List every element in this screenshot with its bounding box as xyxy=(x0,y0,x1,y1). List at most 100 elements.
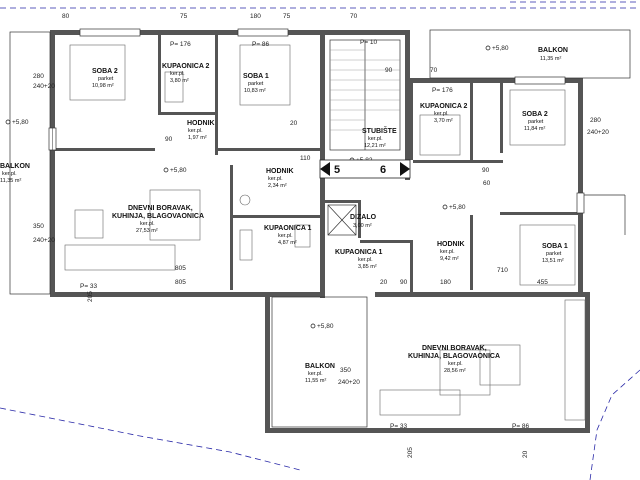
dim-bottom-5: 205 xyxy=(407,447,414,458)
svg-text:ker.pl.: ker.pl. xyxy=(278,233,293,239)
svg-text:KUHINJA, BLAGOVAONICA: KUHINJA, BLAGOVAONICA xyxy=(112,213,204,220)
staircase xyxy=(329,39,401,151)
dim-bottom-2: 90 xyxy=(400,279,408,286)
dimension-labels: 80 75 70 180 75 90 70 90 110 90 60 20 28… xyxy=(33,13,609,458)
room-label-kupaonica1-right: KUPAONICA 1 ker.pl. 3,85 m² xyxy=(335,249,383,270)
room-label-kupaonica2-right: KUPAONICA 2 ker.pl. 3,70 m² xyxy=(420,103,468,124)
svg-text:KUPAONICA 1: KUPAONICA 1 xyxy=(335,249,383,256)
dim-left-2: 240+20 xyxy=(33,83,55,90)
elevator-shaft xyxy=(327,204,357,236)
svg-text:ker.pl.: ker.pl. xyxy=(2,171,17,177)
unit-numbers: 5 6 xyxy=(319,159,411,179)
svg-text:10,83 m²: 10,83 m² xyxy=(244,88,266,94)
svg-text:KUPAONICA 2: KUPAONICA 2 xyxy=(162,63,210,70)
room-label-hodnik-left-mid: HODNIK ker.pl. 2,34 m² xyxy=(266,168,294,189)
unit-number-5: 5 xyxy=(334,164,340,176)
svg-text:parket: parket xyxy=(248,81,264,87)
svg-text:DNEVNI BORAVAK,: DNEVNI BORAVAK, xyxy=(422,345,487,352)
parapet-5: P= 33 xyxy=(80,283,98,290)
windows xyxy=(48,28,585,214)
dim-left-1: 280 xyxy=(33,73,44,80)
svg-text:ker.pl.: ker.pl. xyxy=(368,136,383,142)
svg-text:ker.pl.: ker.pl. xyxy=(268,176,283,182)
dim-top-4: 180 xyxy=(250,13,261,20)
svg-text:ker.pl.: ker.pl. xyxy=(308,371,323,377)
room-label-balkon-top-right: BALKON 11,35 m² xyxy=(538,47,568,62)
dim-top-9: 110 xyxy=(300,155,311,162)
level-left-balcony: +5,80 xyxy=(12,119,29,126)
parapet-6: P= 33 xyxy=(390,423,408,430)
room-label-kupaonica1-left: KUPAONICA 1 ker.pl. 4,87 m² xyxy=(264,225,312,246)
level-left-living: +5,80 xyxy=(170,167,187,174)
svg-text:3,70 m²: 3,70 m² xyxy=(434,118,453,124)
dim-span-4: 455 xyxy=(537,279,548,286)
parapet-3: P= 10 xyxy=(360,39,378,46)
unit-number-6: 6 xyxy=(380,164,386,176)
room-label-dnevni-left: DNEVNI BORAVAK, KUHINJA, BLAGOVAONICA ke… xyxy=(112,205,204,234)
dim-top-8: 90 xyxy=(165,136,173,143)
room-labels: SOBA 2 parket 10,98 m² KUPAONICA 2 ker.p… xyxy=(0,47,568,384)
dim-top-7: 70 xyxy=(430,67,438,74)
room-label-hodnik-left-top: HODNIK ker.pl. 1,97 m² xyxy=(187,120,215,141)
level-markers: +5,80 +5,80 +5,80 +5,82 +5,80 +5,80 xyxy=(5,45,509,330)
svg-text:ker.pl.: ker.pl. xyxy=(440,249,455,255)
dim-span-2: 805 xyxy=(175,279,186,286)
dim-span-3: 710 xyxy=(497,267,508,274)
svg-text:ker.pl.: ker.pl. xyxy=(170,71,185,77)
svg-text:SOBA 2: SOBA 2 xyxy=(522,111,548,118)
dim-top-10: 90 xyxy=(482,167,490,174)
parapet-labels: P= 176 P= 86 P= 10 P= 176 P= 33 P= 33 P=… xyxy=(80,39,530,430)
svg-text:11,84 m²: 11,84 m² xyxy=(524,126,545,132)
svg-text:ker.pl.: ker.pl. xyxy=(434,111,449,117)
svg-text:parket: parket xyxy=(528,119,544,125)
level-top-balcony: +5,80 xyxy=(492,45,509,52)
svg-text:11,55 m²: 11,55 m² xyxy=(305,378,326,384)
dim-top-5: 75 xyxy=(283,13,291,20)
svg-text:HODNIK: HODNIK xyxy=(437,241,465,248)
level-right-hall: +5,80 xyxy=(449,204,466,211)
svg-text:ker.pl.: ker.pl. xyxy=(448,361,463,367)
room-label-hodnik-right: HODNIK ker.pl. 9,42 m² xyxy=(437,241,465,262)
svg-text:BALKON: BALKON xyxy=(0,163,30,170)
svg-text:3,80 m²: 3,80 m² xyxy=(170,78,189,84)
room-label-balkon-bottom: BALKON ker.pl. 11,55 m² xyxy=(305,363,335,384)
svg-text:STUBIŠTE: STUBIŠTE xyxy=(362,126,397,135)
dim-right-3: 350 xyxy=(340,367,351,374)
dim-top-1: 80 xyxy=(62,13,70,20)
svg-text:HODNIK: HODNIK xyxy=(187,120,215,127)
dim-bottom-4: 20 xyxy=(380,279,388,286)
dim-top-11: 60 xyxy=(483,180,491,187)
dim-bottom-1: 205 xyxy=(87,291,94,302)
room-label-soba2-right: SOBA 2 parket 11,84 m² xyxy=(522,111,548,132)
dim-bottom-6: 20 xyxy=(522,450,529,458)
room-label-soba2-left: SOBA 2 parket 10,98 m² xyxy=(92,68,118,89)
svg-text:DIZALO: DIZALO xyxy=(350,214,377,221)
svg-text:3,00 m²: 3,00 m² xyxy=(353,223,372,229)
parapet-7: P= 86 xyxy=(512,423,530,430)
svg-text:KUPAONICA 1: KUPAONICA 1 xyxy=(264,225,312,232)
room-label-dnevni-right: DNEVNI BORAVAK, KUHINJA, BLAGOVAONICA ke… xyxy=(408,345,500,374)
dim-top-12: 20 xyxy=(290,120,298,127)
parapet-4: P= 176 xyxy=(432,87,453,94)
dim-right-2: 240+20 xyxy=(587,129,609,136)
dim-span-1: 805 xyxy=(175,265,186,272)
dim-top-2: 75 xyxy=(180,13,188,20)
furniture-left xyxy=(64,44,311,271)
room-label-soba1-left: SOBA 1 parket 10,83 m² xyxy=(243,73,269,94)
svg-text:SOBA 1: SOBA 1 xyxy=(243,73,269,80)
svg-text:SOBA 2: SOBA 2 xyxy=(92,68,118,75)
svg-text:KUHINJA, BLAGOVAONICA: KUHINJA, BLAGOVAONICA xyxy=(408,353,500,360)
svg-text:9,42 m²: 9,42 m² xyxy=(440,256,459,262)
svg-text:10,98 m²: 10,98 m² xyxy=(92,83,114,89)
parapet-1: P= 176 xyxy=(170,41,191,48)
svg-text:1,97 m²: 1,97 m² xyxy=(188,135,207,141)
svg-text:13,51 m²: 13,51 m² xyxy=(542,258,564,264)
svg-text:2,34 m²: 2,34 m² xyxy=(268,183,287,189)
svg-text:DNEVNI BORAVAK,: DNEVNI BORAVAK, xyxy=(128,205,193,212)
svg-text:ker.pl.: ker.pl. xyxy=(358,257,373,263)
dim-left-4: 240+20 xyxy=(33,237,55,244)
svg-text:ker.pl.: ker.pl. xyxy=(140,221,155,227)
dim-top-6: 90 xyxy=(385,67,393,74)
